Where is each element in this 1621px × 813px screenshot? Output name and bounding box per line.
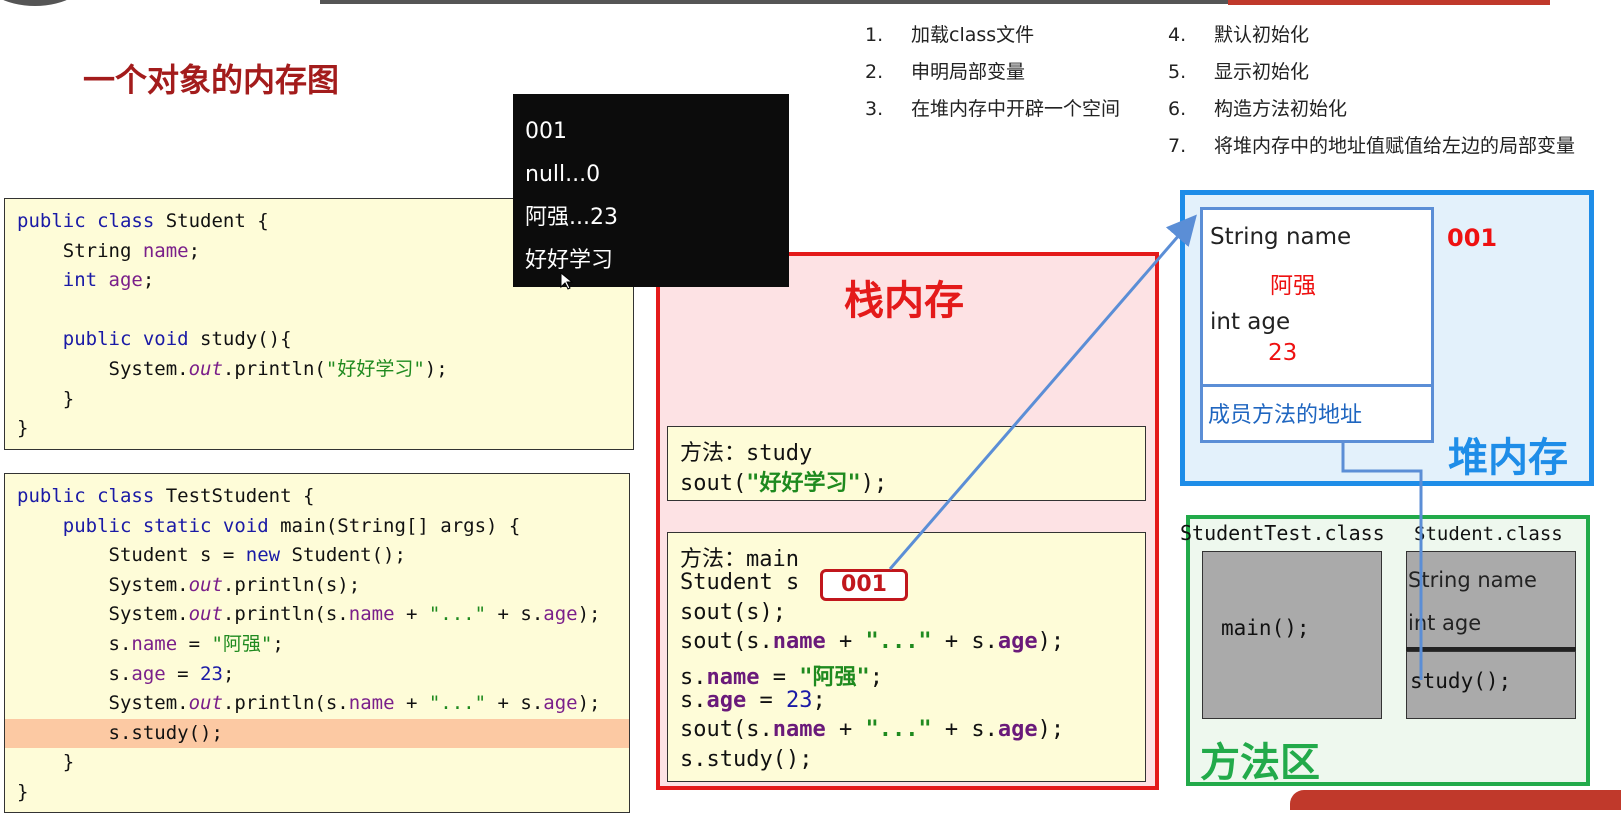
code-line: System.out.println("好好学习"); <box>17 357 448 380</box>
frame-line: 方法：main <box>680 547 799 572</box>
code-line: } <box>17 780 29 803</box>
method-address-connector <box>1341 440 1423 680</box>
step-2: 2.申明局部变量 <box>865 61 1026 83</box>
top-accent <box>1228 0 1550 5</box>
step-6: 6.构造方法初始化 <box>1168 98 1348 120</box>
heap-value-name: 阿强 <box>1270 273 1316 299</box>
frame-line: sout(s.name + "..." + s.age); <box>680 717 1065 743</box>
code-line: int age; <box>17 269 155 292</box>
code-line: public class TestStudent { <box>17 485 315 507</box>
console-line: null...0 <box>525 162 601 187</box>
step-4: 4.默认初始化 <box>1168 24 1310 46</box>
heap-title: 堆内存 <box>1448 435 1568 481</box>
code-line: System.out.println(s.name + "..." + s.ag… <box>17 603 601 626</box>
code-line: Student s = new Student(); <box>17 544 406 567</box>
heap-object-divider <box>1200 384 1434 387</box>
class-field-name: String name <box>1408 568 1537 592</box>
main-stack-frame: 方法：main Student s sout(s); sout(s.name +… <box>667 532 1146 782</box>
code-line: } <box>17 417 29 440</box>
frame-line: 方法：study <box>680 441 813 466</box>
study-stack-frame: 方法：study sout("好好学习"); <box>667 426 1146 501</box>
code-line: s.name = "阿强"; <box>17 632 284 655</box>
class-student-label: Student.class <box>1414 523 1563 545</box>
main-method-label: main(); <box>1221 616 1310 640</box>
step-7: 7.将堆内存中的地址值赋值给左边的局部变量 <box>1168 135 1576 157</box>
code-line: s.age = 23; <box>17 662 235 685</box>
code-line: System.out.println(s.name + "..." + s.ag… <box>17 692 601 715</box>
studenttest-class-box <box>1202 551 1382 719</box>
console-line: 001 <box>525 119 567 144</box>
student-class-divider <box>1406 647 1576 651</box>
student-class-methods-box <box>1406 651 1576 719</box>
code-line: } <box>17 387 75 410</box>
code-line-highlighted: s.study(); <box>5 718 629 749</box>
console-line: 好好学习 <box>525 248 614 273</box>
frame-line: s.age = 23; <box>680 687 826 713</box>
top-divider <box>320 0 1320 4</box>
heap-address-label: 001 <box>1447 224 1498 252</box>
class-studenttest-label: StudentTest.class <box>1180 521 1385 545</box>
frame-line: sout("好好学习"); <box>680 471 888 496</box>
method-area-title: 方法区 <box>1200 740 1320 786</box>
code-line: public static void main(String[] args) { <box>17 514 521 537</box>
frame-line: sout(s); <box>680 599 786 625</box>
step-5: 5.显示初始化 <box>1168 61 1310 83</box>
code-line: System.out.println(s); <box>17 573 361 596</box>
corner-decoration <box>0 0 90 6</box>
stack-title: 栈内存 <box>844 278 964 324</box>
mouse-cursor-icon <box>560 272 574 290</box>
heap-method-address: 成员方法的地址 <box>1208 403 1363 428</box>
frame-line: s.name = "阿强"; <box>680 664 883 690</box>
stack-address-badge: 001 <box>820 569 908 601</box>
bottom-accent <box>1290 790 1621 810</box>
frame-line: sout(s.name + "..." + s.age); <box>680 629 1065 655</box>
page-title: 一个对象的内存图 <box>83 61 340 99</box>
test-student-code: public class TestStudent { public static… <box>4 473 630 813</box>
frame-line: Student s <box>680 570 800 596</box>
code-line: public void study(){ <box>17 328 292 351</box>
heap-field-age: int age <box>1210 309 1291 335</box>
heap-field-name: String name <box>1210 224 1352 250</box>
console-line: 阿强...23 <box>525 205 618 230</box>
console-output: 001 null...0 阿强...23 好好学习 <box>513 94 789 287</box>
frame-line: s.study(); <box>680 746 813 772</box>
reference-arrow <box>888 214 1197 570</box>
code-line: } <box>17 751 75 774</box>
study-method-label: study(); <box>1410 669 1512 693</box>
step-1: 1.加载class文件 <box>865 24 1035 46</box>
code-line: public class Student { <box>17 210 269 232</box>
code-line: String name; <box>17 239 201 262</box>
heap-object <box>1200 207 1434 443</box>
heap-value-age: 23 <box>1268 340 1298 366</box>
student-class-fields-box <box>1406 551 1576 649</box>
step-3: 3.在堆内存中开辟一个空间 <box>865 98 1121 120</box>
